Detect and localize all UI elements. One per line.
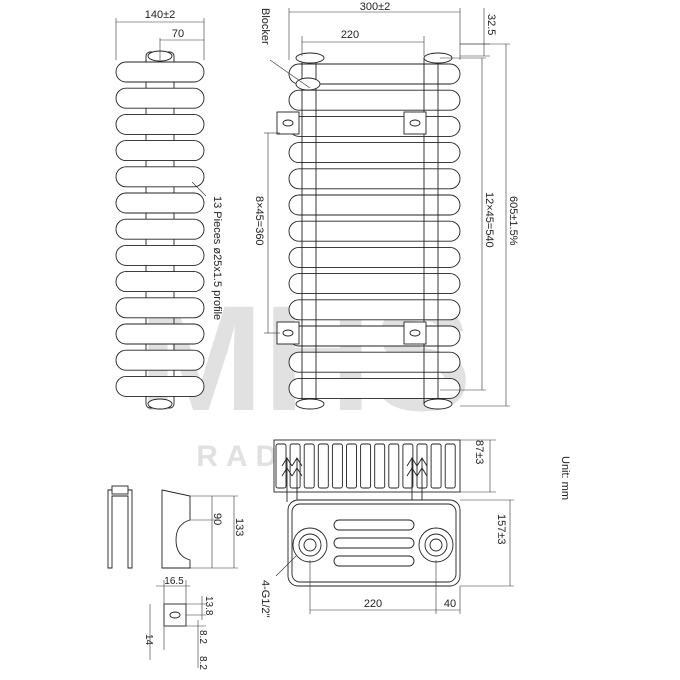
top-fin bbox=[388, 443, 400, 489]
dim-clip-8-2a: 8.2 bbox=[197, 630, 208, 644]
top-fin bbox=[402, 443, 414, 489]
side-tube bbox=[115, 192, 205, 214]
dim-front-half: 70 bbox=[172, 28, 184, 40]
dim-bottom-pipe: 220 bbox=[364, 598, 382, 610]
dim-column-span: 12×45=540 bbox=[483, 192, 495, 248]
front-fin bbox=[288, 246, 461, 268]
front-view-dimensions: 300±2 220 Blocker 32.5 8×45=360 12×45=54… bbox=[253, 1, 519, 407]
clip-detail: 16.5 13.8 14 8.2 8.2 bbox=[143, 576, 214, 670]
front-cap-bottom-right bbox=[423, 398, 453, 410]
front-fin bbox=[288, 63, 461, 85]
dim-bracket-133: 133 bbox=[233, 518, 245, 536]
label-connection: 4-G1/2" bbox=[259, 580, 271, 618]
valve-left bbox=[281, 457, 303, 502]
dim-bracket-90: 90 bbox=[211, 513, 223, 525]
dim-front-width: 140±2 bbox=[145, 9, 176, 21]
side-tube bbox=[115, 349, 205, 371]
dim-height: 605±1.5% bbox=[507, 196, 519, 246]
top-view bbox=[273, 439, 461, 502]
dim-top-depth: 87±3 bbox=[473, 440, 485, 464]
dim-clip-16-5: 16.5 bbox=[164, 576, 184, 587]
front-fin bbox=[288, 299, 461, 321]
side-tube bbox=[115, 140, 205, 162]
dim-bottom-depth: 157±3 bbox=[495, 514, 507, 545]
blocker bbox=[295, 77, 321, 91]
bottom-view bbox=[287, 499, 461, 587]
side-tube bbox=[115, 271, 205, 293]
side-tube bbox=[115, 323, 205, 345]
front-fin bbox=[288, 115, 461, 137]
front-fin bbox=[288, 142, 461, 164]
top-fin bbox=[374, 443, 386, 489]
side-tube bbox=[115, 87, 205, 109]
dim-clip-13-8: 13.8 bbox=[203, 596, 214, 616]
top-fin bbox=[317, 443, 329, 489]
front-cap-top-left bbox=[295, 52, 325, 64]
side-tube bbox=[115, 297, 205, 319]
front-fin bbox=[288, 168, 461, 190]
top-fin bbox=[331, 443, 343, 489]
label-pieces: 13 Pieces ø25x1.5 profile bbox=[211, 196, 223, 320]
label-blocker: Blocker bbox=[259, 8, 271, 45]
top-fin bbox=[444, 443, 456, 489]
dim-bracket-span: 8×45=360 bbox=[253, 196, 265, 246]
top-fin bbox=[303, 443, 315, 489]
front-fin bbox=[288, 377, 461, 399]
top-view-dimensions: 87±3 bbox=[460, 439, 496, 493]
top-fin bbox=[346, 443, 357, 489]
top-fin bbox=[289, 443, 301, 489]
wall-brackets bbox=[276, 111, 427, 345]
bottom-view-dimensions: 157±3 220 40 4-G1/2" bbox=[259, 499, 514, 618]
side-tube bbox=[115, 113, 205, 135]
front-fin bbox=[288, 273, 461, 295]
side-bottom-cap bbox=[147, 398, 173, 410]
front-fin bbox=[288, 89, 461, 111]
top-fin bbox=[275, 443, 287, 489]
label-unit: Unit: mm bbox=[559, 456, 571, 500]
top-fin bbox=[360, 443, 372, 489]
dim-bottom-offset: 40 bbox=[444, 598, 456, 610]
front-fin bbox=[288, 325, 461, 347]
dim-clip-8-2b: 8.2 bbox=[197, 656, 208, 670]
dim-top-gap: 32.5 bbox=[485, 14, 497, 35]
side-tube bbox=[115, 218, 205, 240]
front-fin bbox=[288, 220, 461, 242]
dim-main-pipe: 220 bbox=[341, 29, 359, 41]
side-tube bbox=[115, 61, 205, 83]
dim-main-width: 300±2 bbox=[360, 1, 391, 13]
side-tube bbox=[115, 244, 205, 266]
front-view bbox=[288, 52, 461, 410]
top-fin bbox=[430, 443, 442, 489]
side-tube bbox=[115, 375, 205, 397]
valve-right bbox=[406, 457, 428, 502]
side-view bbox=[115, 50, 205, 410]
dim-clip-14: 14 bbox=[143, 634, 154, 646]
front-fin bbox=[288, 194, 461, 216]
bracket-side-view bbox=[107, 485, 133, 569]
front-cap-bottom-left bbox=[295, 398, 325, 410]
bracket-profile-view: 90 133 bbox=[161, 489, 245, 569]
side-view-dimensions: 140±2 70 13 Pieces ø25x1.5 profile bbox=[115, 9, 223, 320]
front-fin bbox=[288, 351, 461, 373]
side-tube bbox=[115, 166, 205, 188]
